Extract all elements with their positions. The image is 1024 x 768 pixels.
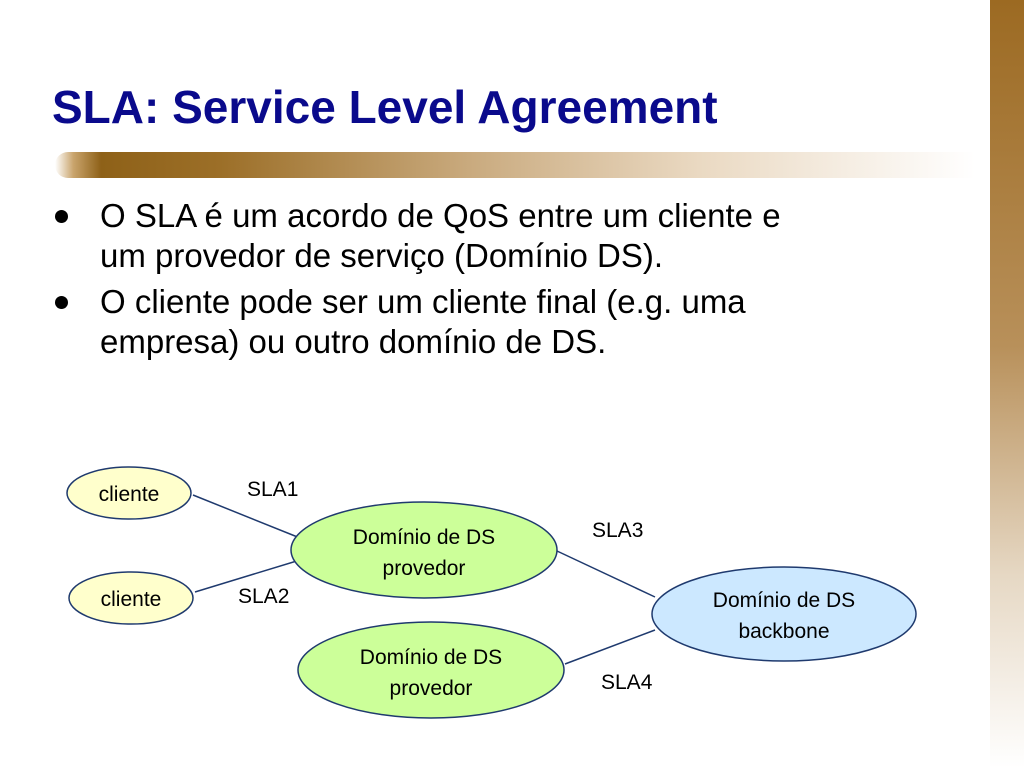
node-cliente-1: cliente (66, 466, 192, 520)
edge-label-sla3: SLA3 (592, 519, 643, 542)
bullet-list: O SLA é um acordo de QoS entre um client… (0, 196, 960, 368)
edge-provedor2-backbone (564, 629, 656, 665)
node-provedor-2: Domínio de DS provedor (297, 621, 565, 719)
node-cliente-2: cliente (68, 571, 194, 625)
bullet-line: empresa) ou outro domínio de DS. (100, 323, 607, 360)
edge-cliente2-provedor (194, 559, 301, 593)
node-provedor-1: Domínio de DS provedor (290, 501, 558, 599)
bullet-line: O SLA é um acordo de QoS entre um client… (100, 197, 781, 234)
node-provedor-2-label-line2: provedor (390, 677, 473, 700)
node-backbone: Domínio de DS backbone (651, 566, 917, 662)
bullet-dot-icon (55, 210, 68, 223)
edge-label-sla1: SLA1 (247, 478, 298, 501)
node-cliente-2-shape (68, 571, 194, 625)
node-provedor-2-label-line1: Domínio de DS (360, 646, 502, 669)
slide-title: SLA: Service Level Agreement (52, 81, 718, 133)
decorative-side-bar (990, 0, 1024, 768)
node-provedor-1-shape (290, 501, 558, 599)
node-backbone-shape (651, 566, 917, 662)
edge-cliente1-provedor (192, 494, 301, 539)
edge-label-sla2: SLA2 (238, 585, 289, 608)
node-provedor-1-label-line1: Domínio de DS (353, 526, 495, 549)
node-cliente-1-shape (66, 466, 192, 520)
node-provedor-2-shape (297, 621, 565, 719)
bullet-item: O SLA é um acordo de QoS entre um client… (0, 196, 960, 276)
bullet-line: um provedor de serviço (Domínio DS). (100, 237, 664, 274)
bullet-line: O cliente pode ser um cliente final (e.g… (100, 283, 746, 320)
node-provedor-1-label-line2: provedor (383, 557, 466, 580)
edge-provedor1-backbone (556, 550, 656, 598)
node-backbone-label-line1: Domínio de DS (713, 589, 855, 612)
bullet-dot-icon (55, 296, 68, 309)
node-cliente-2-label: cliente (101, 588, 162, 611)
bullet-item: O cliente pode ser um cliente final (e.g… (0, 282, 960, 362)
title-underline-bar (55, 152, 975, 178)
node-cliente-1-label: cliente (99, 483, 160, 506)
edge-label-sla4: SLA4 (601, 671, 653, 694)
node-backbone-label-line2: backbone (738, 620, 829, 643)
